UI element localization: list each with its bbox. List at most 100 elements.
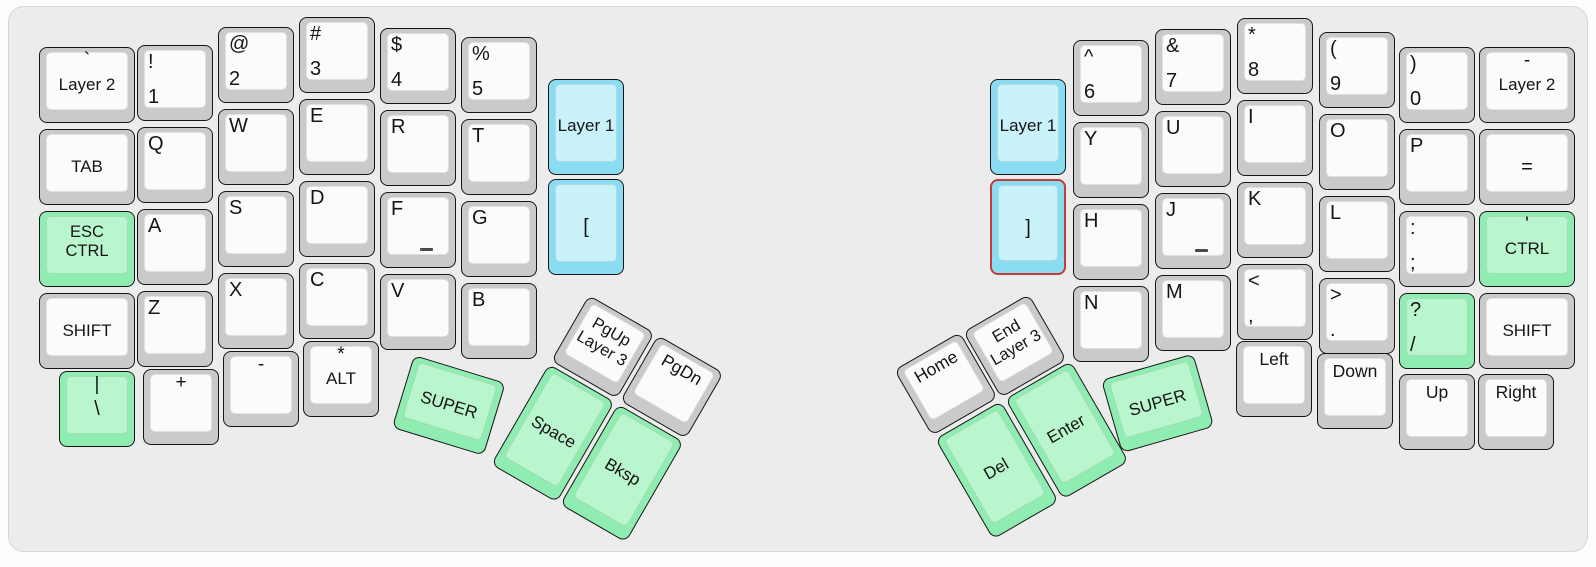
keytop <box>555 184 617 262</box>
key-t[interactable]: T <box>461 119 537 195</box>
key-y[interactable]: Y <box>1073 122 1149 198</box>
keytop <box>1486 134 1568 192</box>
key-legend: ESC <box>70 223 104 241</box>
key-6[interactable]: ^6 <box>1073 40 1149 116</box>
keytop <box>1324 358 1386 416</box>
key-legend: 5 <box>472 78 484 100</box>
key-5[interactable]: %5 <box>461 37 537 113</box>
key-legend: @ <box>229 33 250 55</box>
key-comma[interactable]: <, <box>1237 264 1313 340</box>
key-p[interactable]: P <box>1399 129 1475 205</box>
keytop <box>1406 52 1468 110</box>
key-m[interactable]: M <box>1155 275 1231 351</box>
key-1[interactable]: !1 <box>137 45 213 121</box>
key-super-right[interactable]: SUPER <box>1101 353 1215 454</box>
key-legend: < <box>1248 270 1260 292</box>
key-layer1-right[interactable]: Layer 1 <box>990 79 1066 175</box>
key-lbracket[interactable]: [ <box>548 179 624 275</box>
key-q[interactable]: Q <box>137 127 213 203</box>
key-0[interactable]: )0 <box>1399 47 1475 123</box>
key-rbracket[interactable]: ] <box>990 179 1066 275</box>
key-e[interactable]: E <box>299 99 375 175</box>
key-r[interactable]: R <box>380 110 456 186</box>
keytop <box>310 346 372 404</box>
key-z[interactable]: Z <box>137 291 213 367</box>
keytop <box>225 114 287 172</box>
key-9[interactable]: (9 <box>1319 32 1395 108</box>
key-down[interactable]: Down <box>1317 353 1393 429</box>
key-period[interactable]: >. <box>1319 278 1395 354</box>
key-equals[interactable]: = <box>1479 129 1575 205</box>
key-shift-left[interactable]: SHIFT <box>39 293 135 369</box>
key-grave-layer2[interactable]: `Layer 2 <box>39 47 135 123</box>
key-pipe-backslash[interactable]: |\ <box>59 371 135 447</box>
key-a[interactable]: A <box>137 209 213 285</box>
key-legend: H <box>1084 210 1099 232</box>
key-legend: $ <box>391 34 403 56</box>
key-7[interactable]: &7 <box>1155 29 1231 105</box>
key-legend: - <box>1523 50 1531 71</box>
key-question-slash[interactable]: ?/ <box>1399 293 1475 369</box>
key-g[interactable]: G <box>461 201 537 277</box>
key-right[interactable]: Right <box>1478 374 1554 450</box>
key-w[interactable]: W <box>218 109 294 185</box>
key-minus-layer2[interactable]: -Layer 2 <box>1479 47 1575 123</box>
key-quote-ctrl[interactable]: 'CTRL <box>1479 211 1575 287</box>
key-legend: ' <box>1525 214 1529 235</box>
keytop <box>1243 346 1305 404</box>
keytop <box>1162 280 1224 338</box>
key-semicolon[interactable]: :; <box>1399 211 1475 287</box>
key-legend: ) <box>1410 53 1417 75</box>
key-s[interactable]: S <box>218 191 294 267</box>
key-d[interactable]: D <box>299 181 375 257</box>
key-shift-right[interactable]: SHIFT <box>1479 293 1575 369</box>
keytop <box>1244 187 1306 245</box>
key-legend: N <box>1084 292 1099 314</box>
key-star-alt[interactable]: *ALT <box>303 341 379 417</box>
key-legend: SHIFT <box>1502 321 1552 340</box>
key-minus-left[interactable]: - <box>223 351 299 427</box>
keytop <box>1080 291 1142 349</box>
key-l[interactable]: L <box>1319 196 1395 272</box>
key-u[interactable]: U <box>1155 111 1231 187</box>
keytop <box>468 206 530 264</box>
key-h[interactable]: H <box>1073 204 1149 280</box>
key-legend: - <box>257 354 265 375</box>
key-layer1-left[interactable]: Layer 1 <box>548 79 624 175</box>
key-8[interactable]: *8 <box>1237 18 1313 94</box>
key-plus[interactable]: + <box>143 369 219 445</box>
keytop <box>1326 119 1388 177</box>
key-legend: | <box>94 374 100 395</box>
key-c[interactable]: C <box>299 263 375 339</box>
keytop <box>387 115 449 173</box>
key-i[interactable]: I <box>1237 100 1313 176</box>
key-k[interactable]: K <box>1237 182 1313 258</box>
key-legend: 4 <box>391 69 403 91</box>
keytop <box>150 374 212 432</box>
key-2[interactable]: @2 <box>218 27 294 103</box>
key-f[interactable]: F <box>380 192 456 268</box>
key-legend: Left <box>1259 349 1289 369</box>
key-3[interactable]: #3 <box>299 17 375 93</box>
keytop <box>1326 37 1388 95</box>
key-super-left[interactable]: SUPER <box>391 355 506 456</box>
key-4[interactable]: $4 <box>380 28 456 104</box>
key-n[interactable]: N <box>1073 286 1149 362</box>
key-v[interactable]: V <box>380 274 456 350</box>
key-j[interactable]: J <box>1155 193 1231 269</box>
key-legend: Layer 1 <box>999 116 1057 135</box>
key-legend: Y <box>1084 128 1098 150</box>
key-legend: X <box>229 279 243 301</box>
key-up[interactable]: Up <box>1399 374 1475 450</box>
keytop <box>387 279 449 337</box>
key-o[interactable]: O <box>1319 114 1395 190</box>
key-legend: W <box>229 115 248 137</box>
key-legend: P <box>1410 135 1424 157</box>
key-tab[interactable]: TAB <box>39 129 135 205</box>
key-legend: \ <box>94 398 100 420</box>
key-left[interactable]: Left <box>1236 341 1312 417</box>
key-x[interactable]: X <box>218 273 294 349</box>
key-b[interactable]: B <box>461 283 537 359</box>
